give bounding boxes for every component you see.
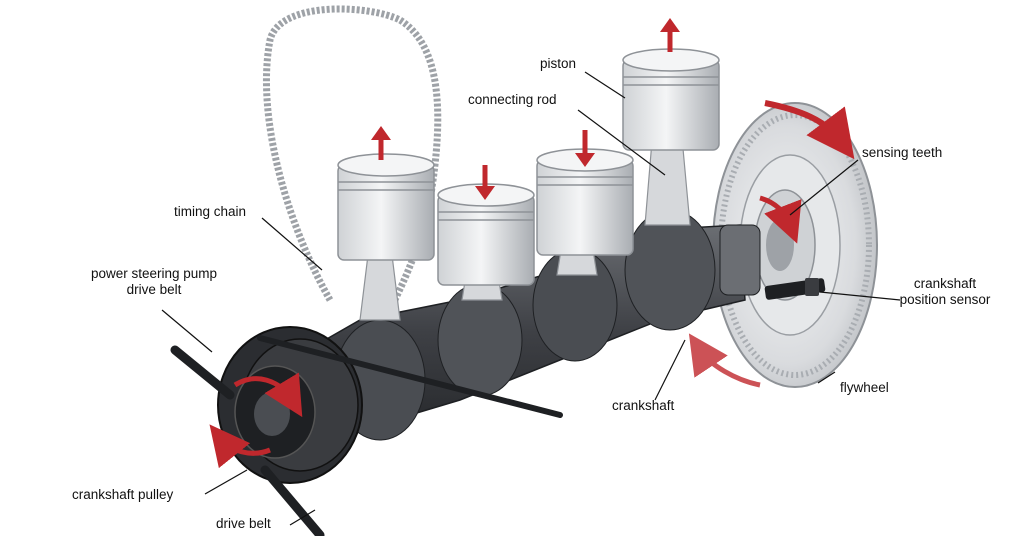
- piston-3: [536, 148, 634, 256]
- label-crankshaft: crankshaft: [612, 398, 675, 413]
- crankshaft-graphic: [289, 209, 761, 441]
- up-arrow-icon: [371, 126, 391, 160]
- leader-lines: [161, 71, 901, 526]
- timing-chain-graphic: [262, 5, 442, 322]
- down-arrow-icon: [575, 130, 595, 167]
- up-arrow-icon: [660, 18, 680, 52]
- label-power-steering-pump-drive-belt: power steering pump drive belt: [64, 266, 244, 298]
- label-piston: piston: [540, 56, 577, 71]
- piston-1: [337, 153, 435, 261]
- rotation-arrow-icon: [688, 333, 761, 388]
- rotation-arrow-icon: [209, 424, 271, 469]
- down-arrow-icon: [475, 165, 495, 200]
- rotation-arrow-icon: [233, 372, 303, 418]
- label-crankshaft-position-sensor: crankshaft position sensor: [880, 276, 1010, 308]
- belts-graphic: [170, 335, 563, 536]
- crankshaft-position-sensor-graphic: [764, 278, 826, 300]
- label-power-steering-line2: drive belt: [126, 282, 182, 297]
- crankshaft-pulley-graphic: [217, 326, 363, 484]
- rotation-arrow-icon: [759, 195, 802, 244]
- label-sensing-teeth: sensing teeth: [862, 145, 943, 160]
- label-crankshaft-position-line2: position sensor: [899, 292, 991, 307]
- piston-4: [622, 48, 720, 151]
- label-power-steering-line1: power steering pump: [90, 266, 218, 281]
- rotation-arrow-icon: [764, 100, 855, 160]
- label-timing-chain: timing chain: [174, 204, 247, 219]
- label-flywheel: flywheel: [840, 380, 889, 395]
- label-drive-belt: drive belt: [216, 516, 271, 531]
- motion-arrows: [209, 18, 855, 469]
- label-connecting-rod: connecting rod: [468, 92, 557, 107]
- label-crankshaft-position-line1: crankshaft: [913, 276, 977, 291]
- piston-2: [437, 183, 535, 286]
- label-crankshaft-pulley: crankshaft pulley: [72, 487, 174, 502]
